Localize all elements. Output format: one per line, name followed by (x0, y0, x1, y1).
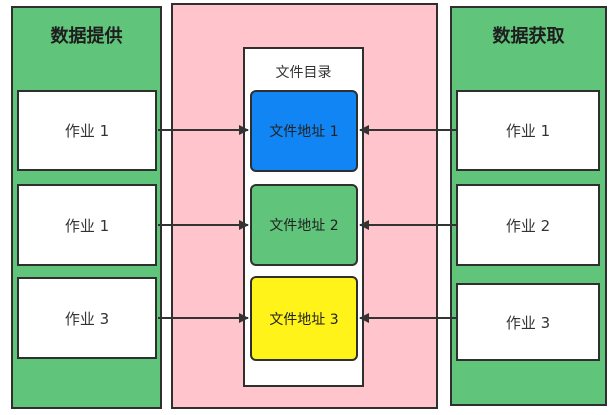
provider-title: 数据提供 (50, 26, 123, 47)
file-address-3: 文件地址 3 (250, 276, 358, 361)
consumer-title: 数据获取 (492, 26, 565, 47)
file-address-2: 文件地址 2 (250, 184, 358, 266)
provider-job-1: 作业 1 (17, 90, 157, 171)
file-directory-title: 文件目录 (275, 65, 332, 81)
provider-job-3: 作业 3 (17, 277, 157, 359)
file-address-1: 文件地址 1 (250, 90, 358, 172)
consumer-job-1: 作业 1 (456, 90, 600, 171)
consumer-job-2: 作业 2 (456, 184, 600, 266)
provider-job-2: 作业 1 (17, 184, 157, 266)
consumer-job-3: 作业 3 (456, 283, 600, 361)
